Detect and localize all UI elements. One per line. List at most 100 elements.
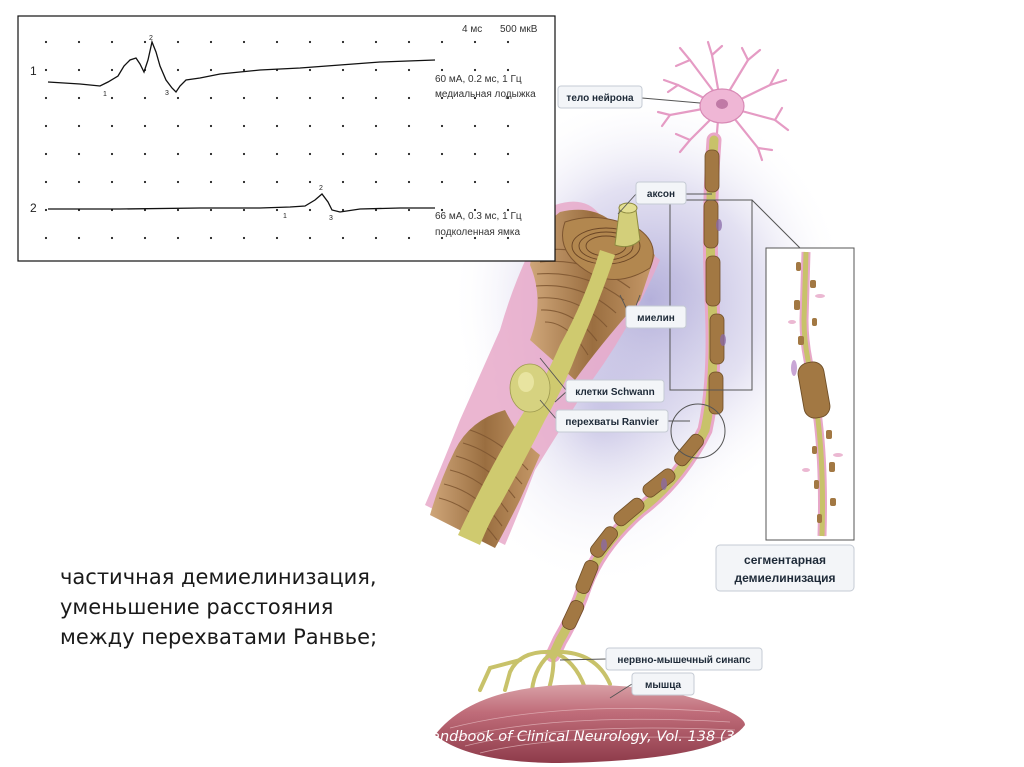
emg-scale-amp: 500 мкВ [500,24,538,35]
grid-dot [77,40,81,44]
caption-line-3: между перехватами Ранвье; [60,625,378,649]
grid-dot [506,96,510,100]
emg-trace2-site: подколенная ямка [435,227,521,238]
grid-dot [275,40,279,44]
grid-dot [44,180,48,184]
grid-dot [242,208,246,212]
demyelination-inset [669,199,855,541]
grid-dot [440,68,444,72]
grid-dot [440,152,444,156]
emg-trace2-params: 66 мА, 0.3 мс, 1 Гц [435,211,522,222]
grid-dot [242,96,246,100]
emg-trace2-index: 2 [30,201,37,215]
grid-dot [77,152,81,156]
grid-dot [374,40,378,44]
grid-dot [275,124,279,128]
grid-dot [374,96,378,100]
label-schwann: клетки Schwann [575,387,655,398]
grid-dot [209,68,213,72]
grid-dot [440,180,444,184]
grid-dot [44,96,48,100]
grid-dot [143,152,147,156]
grid-dot [209,124,213,128]
grid-dot [176,124,180,128]
grid-dot [275,236,279,240]
label-neuron-body: тело нейрона [566,93,634,104]
grid-dot [44,68,48,72]
grid-dot [143,40,147,44]
grid-dot [44,124,48,128]
callout-ranvier: перехваты Ranvier [555,409,669,433]
grid-dot [209,40,213,44]
grid-dot [275,180,279,184]
grid-dot [440,236,444,240]
grid-dot [308,68,312,72]
grid-dot [242,68,246,72]
grid-dot [341,68,345,72]
grid-dot [341,96,345,100]
grid-dot [176,208,180,212]
grid-dot [110,152,114,156]
grid-dot [77,124,81,128]
grid-dot [143,208,147,212]
grid-dot [506,236,510,240]
grid-dot [308,236,312,240]
grid-dot [473,208,477,212]
label-axon: аксон [647,189,675,200]
grid-dot [506,180,510,184]
grid-dot [110,180,114,184]
grid-dot [407,208,411,212]
grid-dot [77,68,81,72]
grid-dot [275,208,279,212]
grid-dot [506,40,510,44]
grid-dot [506,152,510,156]
callout-myelin: миелин [625,305,687,329]
grid-dot [473,40,477,44]
grid-dot [506,68,510,72]
grid-dot [308,180,312,184]
grid-dot [77,180,81,184]
enlarged-fiber [425,201,660,548]
grid-dot [242,152,246,156]
grid-dot [77,236,81,240]
callout-neuron-body: тело нейрона [557,85,643,109]
grid-dot [473,124,477,128]
grid-dot [44,152,48,156]
grid-dot [209,152,213,156]
grid-dot [143,124,147,128]
grid-dot [176,180,180,184]
callout-axon: аксон [635,181,687,205]
emg-trace1 [47,39,436,94]
emg-trace2-marker-1: 1 [283,213,287,220]
leader-lines [539,97,712,699]
citation: R. Hanewinckel et al., Handbook of Clini… [258,729,924,745]
grid-dot [176,152,180,156]
grid-dot [242,40,246,44]
grid-dot [308,208,312,212]
grid-dot [374,68,378,72]
callout-segmental: сегментарная демиелинизация [715,544,855,592]
label-synapse: нервно-мышечный синапс [617,655,751,666]
grid-dot [110,124,114,128]
grid-dot [341,236,345,240]
grid-dot [275,96,279,100]
grid-dot [374,236,378,240]
emg-trace1-index: 1 [30,64,37,78]
grid-dot [110,68,114,72]
grid-dot [44,40,48,44]
grid-dot [473,152,477,156]
emg-trace2 [48,193,435,213]
grid-dot [209,180,213,184]
grid-dot [308,40,312,44]
grid-dot [242,236,246,240]
label-muscle: мышца [645,680,682,691]
grid-dot [440,208,444,212]
callout-schwann: клетки Schwann [565,379,665,403]
emg-trace1-marker-2: 2 [149,35,153,42]
emg-trace1-marker-3: 3 [165,90,169,97]
emg-scale-time: 4 мс [462,24,482,35]
grid-dot [209,236,213,240]
grid-dot [209,96,213,100]
grid-dot [374,208,378,212]
grid-dot [341,40,345,44]
